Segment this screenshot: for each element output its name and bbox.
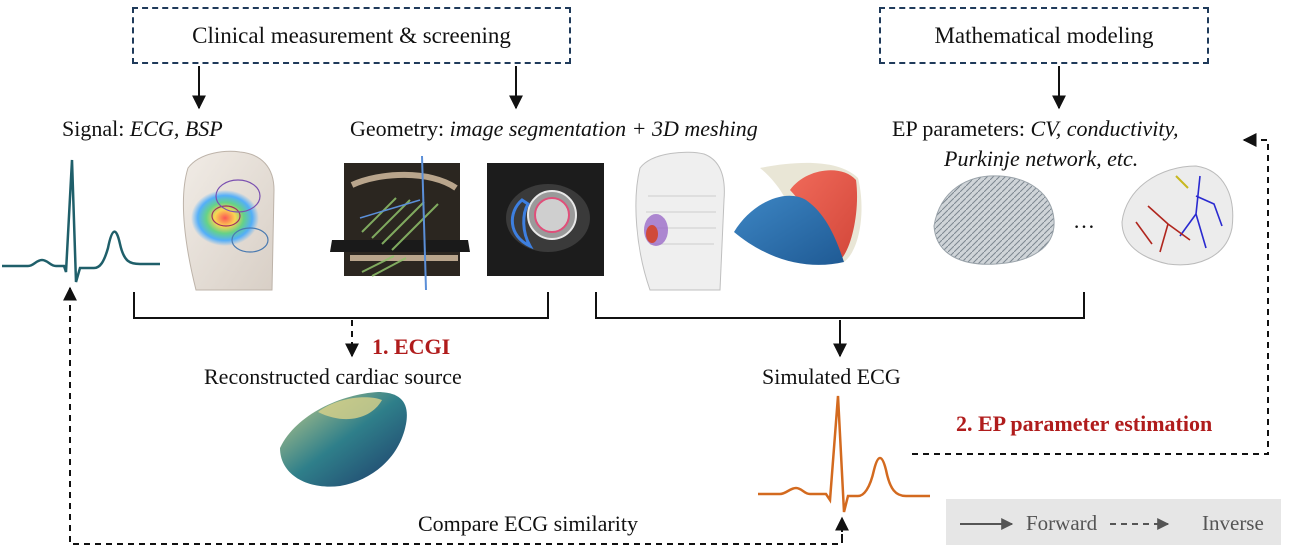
legend-lines	[960, 518, 1170, 530]
ep-estimation-step-label: 2. EP parameter estimation	[956, 411, 1213, 436]
measured-ecg-trace	[2, 159, 160, 283]
inverse-legend-label: Inverse	[1202, 511, 1264, 535]
mathematical-modeling-label: Mathematical modeling	[934, 22, 1154, 48]
ep-estimation-inverse-arrow	[912, 133, 1269, 455]
ellipsis: …	[1073, 208, 1095, 233]
signal-items: ECG, BSP	[129, 116, 223, 141]
clinical-measurement-box: Clinical measurement & screening	[132, 7, 571, 64]
simulated-ecg-trace	[758, 395, 930, 513]
geometry-items: image segmentation + 3D meshing	[449, 116, 758, 141]
torso-bsp-illustration	[182, 150, 275, 291]
signal-label: Signal: ECG, BSP	[62, 116, 223, 142]
geometry-prefix: Geometry:	[350, 116, 450, 141]
purkinje-network-illustration	[1121, 165, 1234, 266]
ep-items-line1: CV, conductivity,	[1030, 116, 1179, 141]
legend: Forward Inverse	[946, 499, 1281, 545]
clinical-measurement-label: Clinical measurement & screening	[192, 22, 511, 48]
simulated-ecg-label: Simulated ECG	[762, 364, 901, 389]
ep-prefix: EP parameters:	[892, 116, 1031, 141]
biventricular-mesh-illustration	[734, 162, 862, 265]
ct-volume-illustration	[330, 155, 470, 291]
reconstructed-source-label: Reconstructed cardiac source	[204, 364, 462, 389]
fiber-orientation-illustration	[933, 175, 1055, 265]
ep-parameters-label: EP parameters: CV, conductivity,	[892, 116, 1179, 142]
geometry-label: Geometry: image segmentation + 3D meshin…	[350, 116, 758, 142]
torso-heart-mesh-illustration	[635, 151, 725, 291]
compare-ecg-inverse-arrow	[63, 286, 843, 545]
mathematical-modeling-box: Mathematical modeling	[879, 7, 1209, 64]
forward-legend-label: Forward	[1026, 511, 1098, 535]
ep-parameters-line2: Purkinje network, etc.	[944, 146, 1139, 171]
measurement-bracket	[133, 292, 549, 319]
mri-segmentation-illustration	[487, 163, 604, 276]
ecgi-step-label: 1. ECGI	[372, 334, 451, 359]
compare-ecg-label: Compare ECG similarity	[418, 511, 638, 536]
simulation-bracket	[595, 292, 1085, 319]
signal-prefix: Signal:	[62, 116, 130, 141]
reconstructed-source-illustration	[280, 392, 407, 487]
